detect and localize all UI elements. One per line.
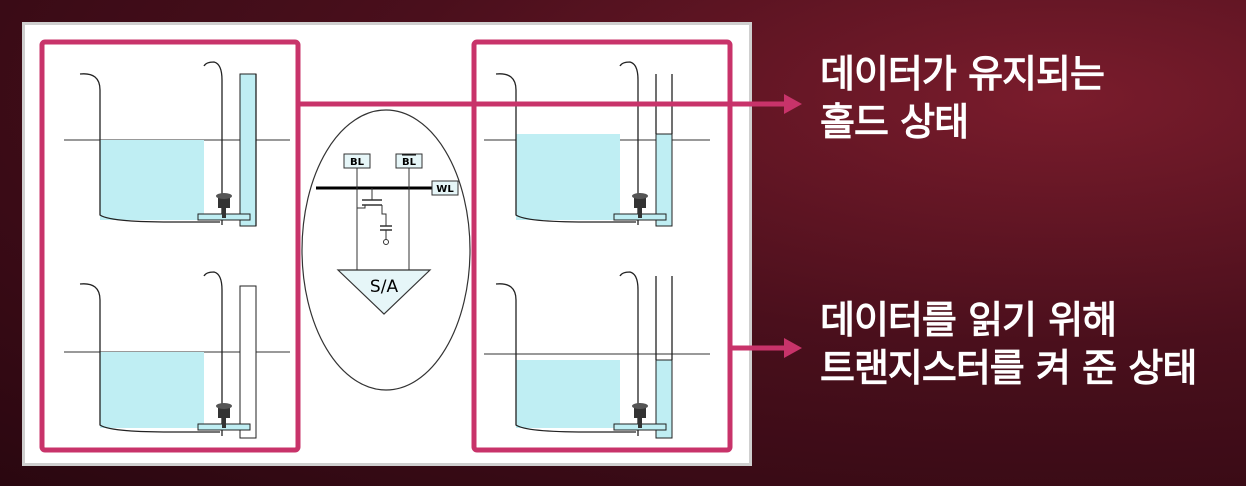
- hold-state-caption-line-2: 홀드 상태: [820, 100, 969, 144]
- read-state-caption-line-2: 트랜지스터를 켜 준 상태: [820, 346, 1197, 390]
- hold-state-highlight-box: [39, 39, 301, 453]
- read-state-caption: 데이터를 읽기 위해 트랜지스터를 켜 준 상태: [820, 296, 1197, 392]
- bl-label: BL: [350, 157, 365, 168]
- bl-bar-label: BL: [402, 157, 417, 168]
- wl-label: WL: [436, 184, 454, 195]
- read-state-highlight-box: [471, 39, 733, 453]
- circuit-ellipse: [301, 109, 471, 391]
- read-state-caption-line-1: 데이터를 읽기 위해: [820, 298, 1117, 342]
- bucket-top-left: [64, 61, 290, 227]
- sa-label: S/A: [370, 277, 399, 297]
- bucket-bottom-left: [64, 271, 290, 439]
- hold-state-caption: 데이터가 유지되는 홀드 상태: [820, 50, 1105, 146]
- read-state-arrow: [730, 338, 802, 358]
- hold-state-arrow: [298, 94, 802, 114]
- wl-box: [431, 180, 459, 196]
- bucket-bottom-right: [484, 271, 710, 439]
- hold-state-caption-line-1: 데이터가 유지되는: [820, 52, 1105, 96]
- dram-cell-circuit: BL BL WL S/A: [301, 109, 471, 391]
- sense-amp-triangle: [336, 269, 432, 315]
- right-bucket-group: [484, 61, 710, 439]
- bucket-top-right: [484, 61, 710, 227]
- left-bucket-group: [64, 61, 290, 439]
